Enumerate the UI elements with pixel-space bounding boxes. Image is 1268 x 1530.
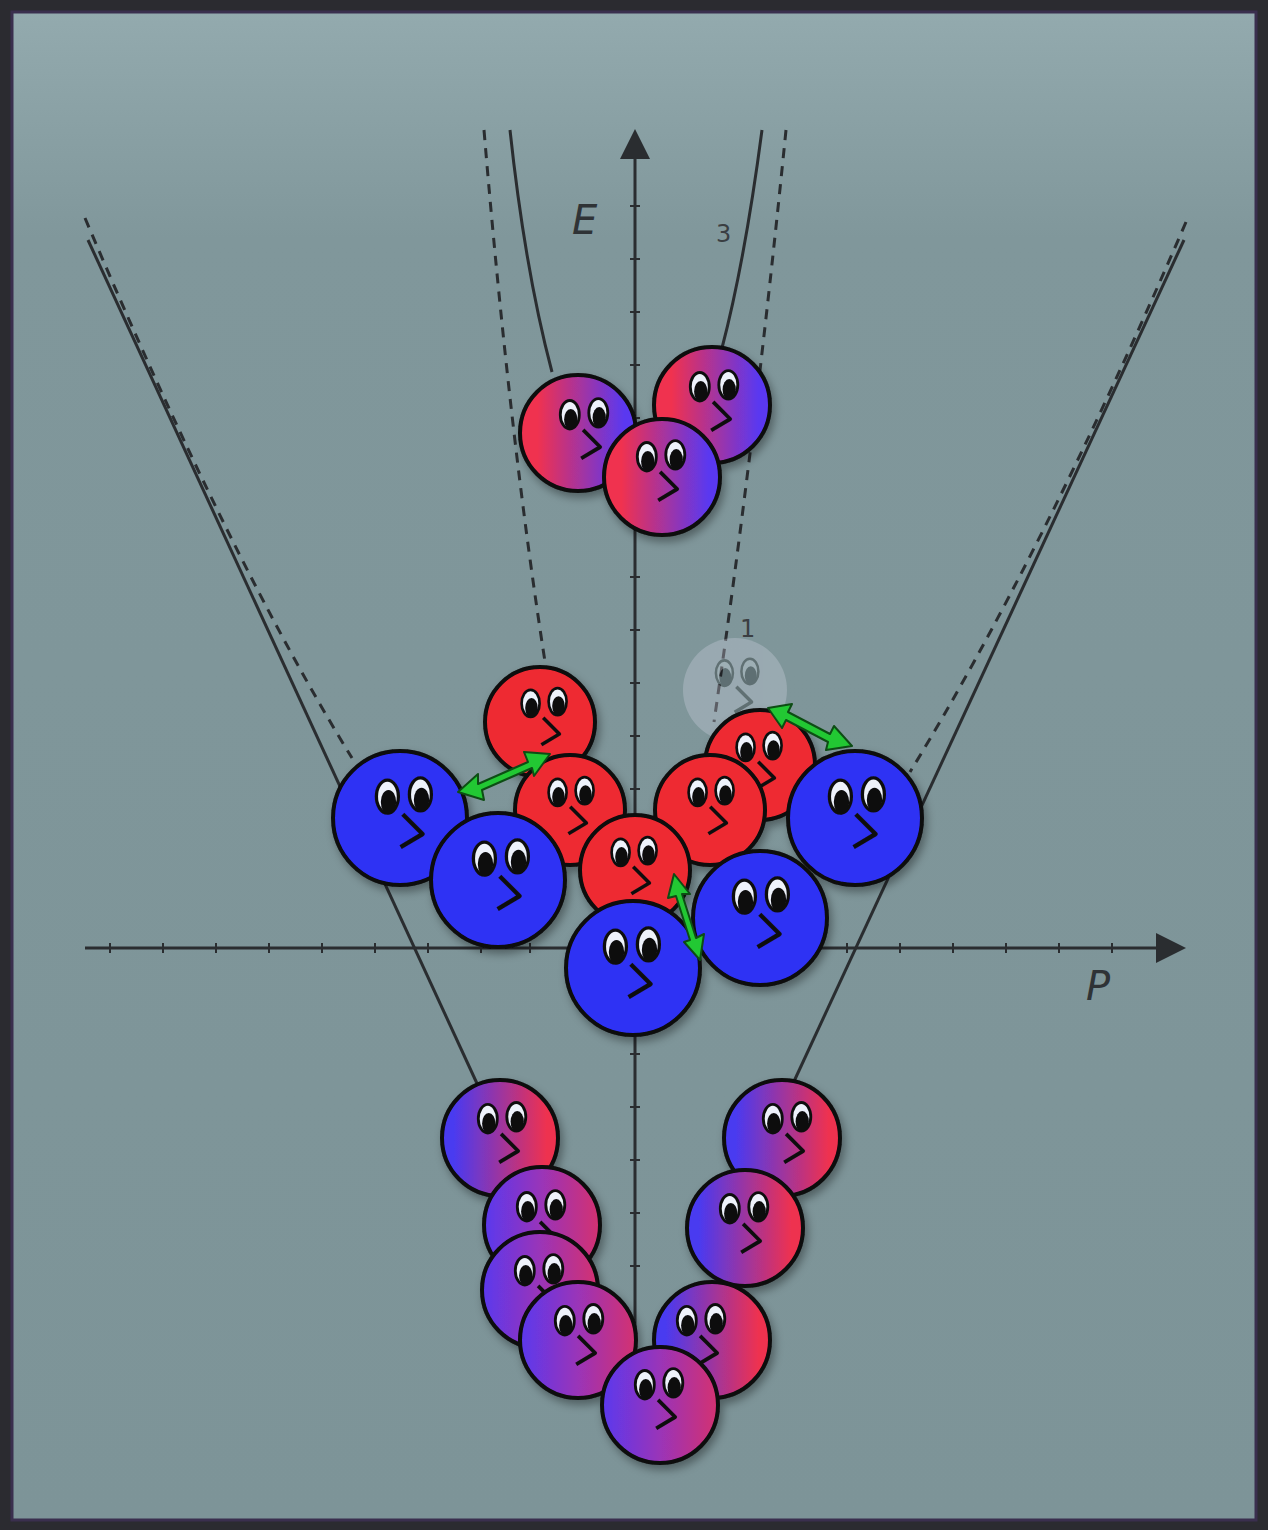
- curve-number: 1: [740, 617, 755, 641]
- curve-number: 3: [716, 222, 731, 246]
- axis-label: E: [572, 200, 597, 240]
- axis-label: P: [1086, 966, 1110, 1006]
